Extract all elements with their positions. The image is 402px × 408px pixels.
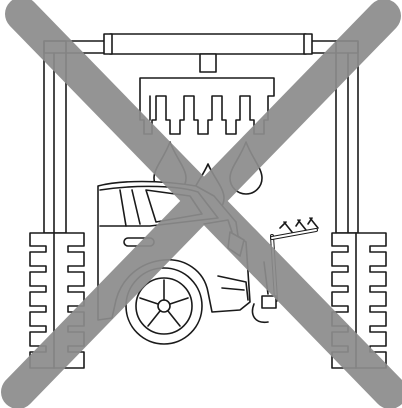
car-wheel-icon: [125, 267, 203, 345]
